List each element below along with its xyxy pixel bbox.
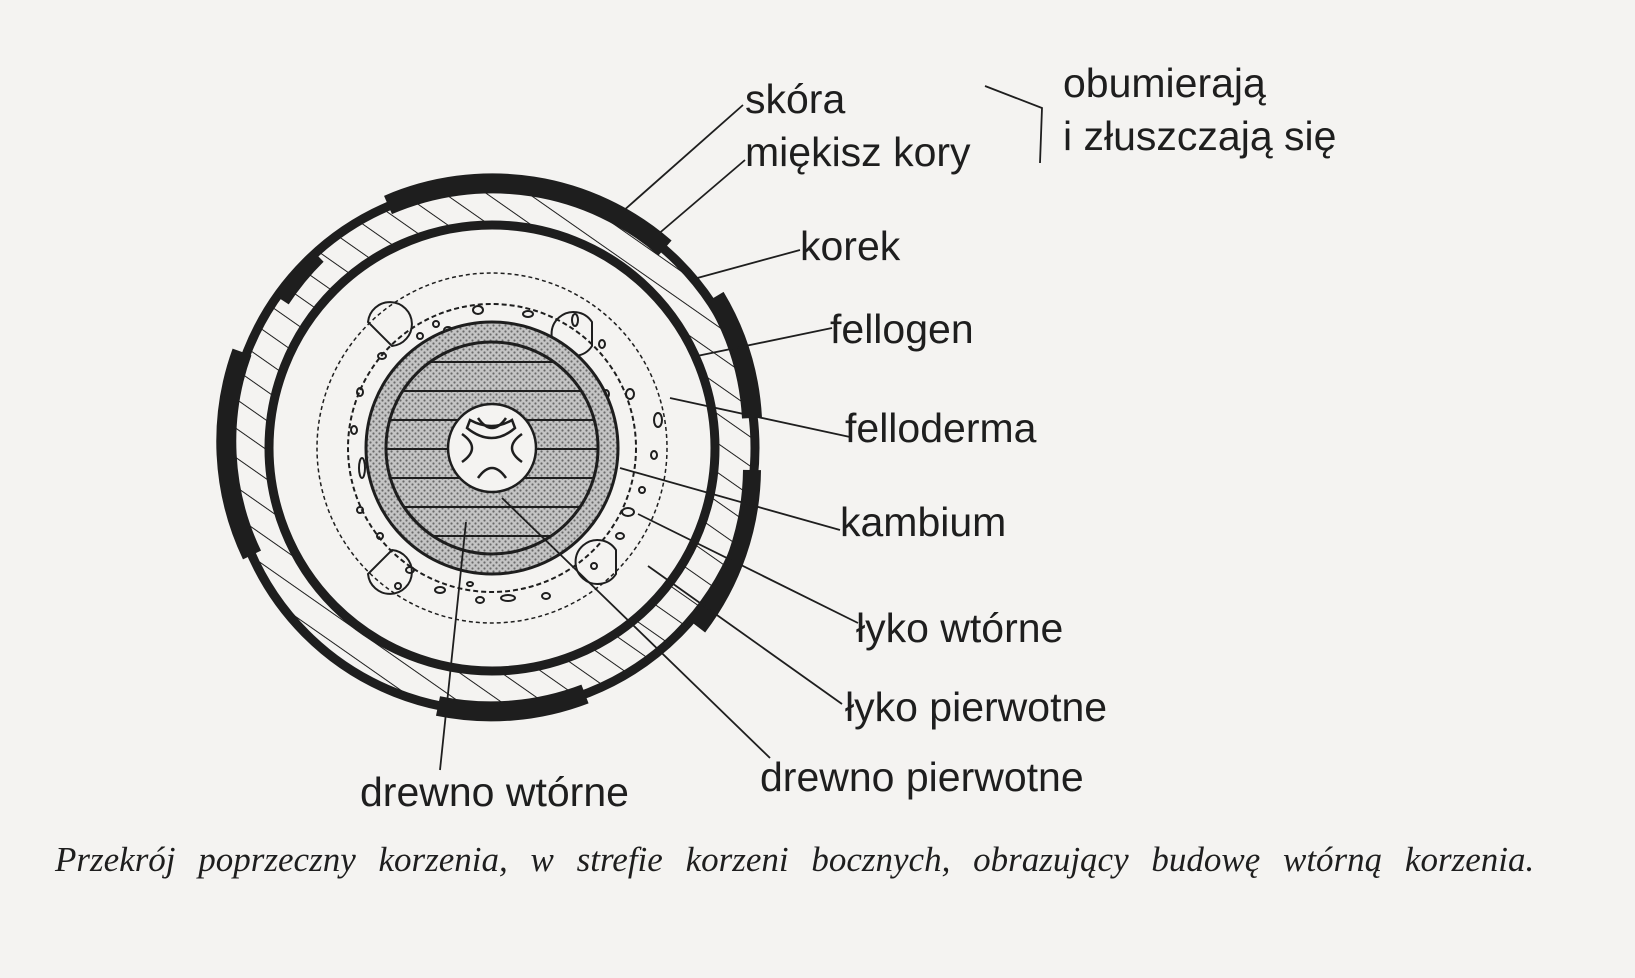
- secondary-phloem-cells: [350, 305, 663, 604]
- label-korek: korek: [800, 223, 901, 269]
- primary-xylem: [446, 402, 538, 494]
- labels: skóra miękisz kory obumierają i złuszcza…: [360, 60, 1336, 815]
- epidermis-patch: [275, 250, 324, 305]
- epidermis-patch: [435, 684, 589, 722]
- label-drewno-wtorne: drewno wtórne: [360, 769, 629, 815]
- leader-lines: [439, 85, 1043, 771]
- cork-ring: [264, 220, 720, 676]
- epidermis-patch: [216, 348, 262, 560]
- label-felloderma: felloderma: [845, 405, 1037, 451]
- label-skora: skóra: [745, 76, 845, 122]
- epidermis-patch: [384, 173, 672, 256]
- label-lyko-wtorne: łyko wtórne: [856, 605, 1063, 651]
- primary-phloem: [574, 539, 617, 585]
- label-lyko-pierwotne: łyko pierwotne: [845, 684, 1107, 730]
- label-kambium: kambium: [840, 499, 1006, 545]
- outer-cortex-ring: [216, 173, 762, 722]
- label-obumieraja: obumierają: [1063, 60, 1266, 106]
- epidermis-patch: [706, 291, 762, 419]
- label-miekisz-kory: miękisz kory: [745, 129, 971, 175]
- primary-phloem: [366, 301, 413, 348]
- epidermis-patch: [690, 469, 761, 633]
- primary-phloem: [366, 548, 413, 595]
- label-drewno-pierwotne: drewno pierwotne: [760, 754, 1084, 800]
- label-zluszczaja: i złuszczają się: [1063, 113, 1336, 159]
- figure-caption: Przekrój poprzeczny korzenia, w strefie …: [55, 840, 1535, 879]
- label-fellogen: fellogen: [830, 306, 974, 352]
